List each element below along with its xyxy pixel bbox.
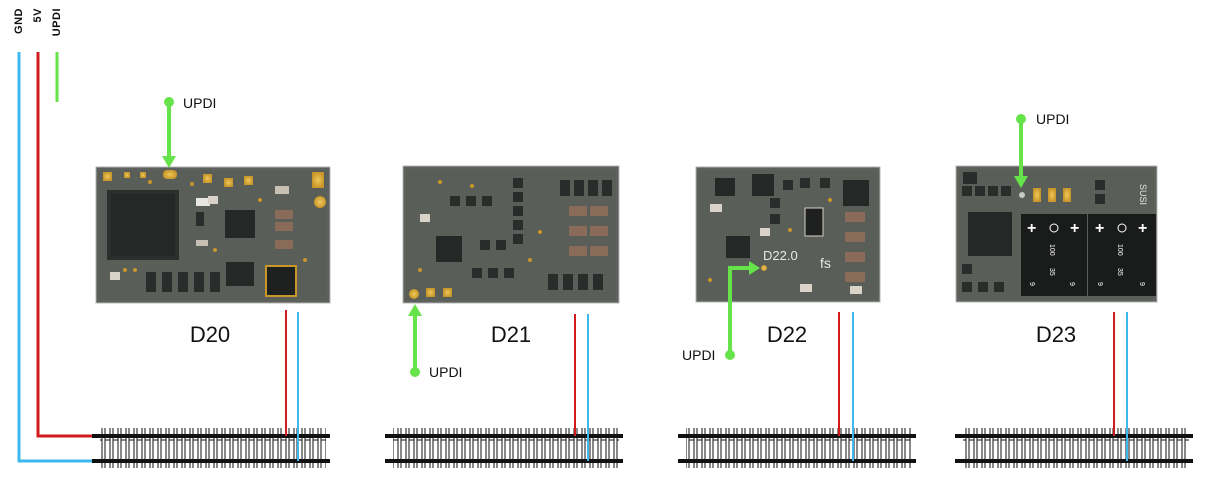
d22-logo: fs xyxy=(820,255,831,271)
board-label-d21: D21 xyxy=(490,322,532,347)
gnd-supply-wire xyxy=(17,52,96,463)
track-2 xyxy=(385,428,623,468)
svg-text:+: + xyxy=(1095,220,1104,237)
d23-cap2-voltage: 35 xyxy=(1116,268,1123,276)
d23-cap1-mark-a: 9 xyxy=(1028,282,1035,286)
legend-5v-label: 5V xyxy=(32,8,44,23)
updi-label-d23: UPDI xyxy=(1036,111,1070,127)
feed-wires xyxy=(285,310,1128,461)
5v-supply-wire xyxy=(36,52,96,438)
updi-label-d20: UPDI xyxy=(183,95,217,111)
track-1 xyxy=(92,428,330,468)
board-label-d22: D22 xyxy=(766,322,808,347)
updi-pointer-d23 xyxy=(1014,114,1028,188)
d22-silkscreen: D22.0 xyxy=(763,248,798,263)
d23-silkscreen: SUSI xyxy=(1138,184,1148,205)
d23-capacitor-2 xyxy=(1088,214,1156,296)
updi-pointer-d22 xyxy=(725,261,760,360)
legend-wires xyxy=(17,52,96,463)
svg-text:+: + xyxy=(1138,220,1147,237)
updi-pointer-d20 xyxy=(162,97,176,168)
d23-cap2-mark-b: 9 xyxy=(1138,282,1145,286)
updi-pointer-d21 xyxy=(408,304,422,377)
board-d23: SUSI + + + + 100 35 9 9 100 35 9 9 xyxy=(955,165,1158,303)
track-3 xyxy=(678,428,916,468)
board-label-d20: D20 xyxy=(189,322,231,347)
d23-cap2-mark-a: 9 xyxy=(1096,282,1103,286)
d23-cap1-voltage: 35 xyxy=(1048,268,1055,276)
svg-text:+: + xyxy=(1027,220,1036,237)
board-d21 xyxy=(402,165,620,304)
updi-label-d21: UPDI xyxy=(429,364,463,380)
board-label-d23: D23 xyxy=(1035,322,1077,347)
d23-cap2-value: 100 xyxy=(1116,244,1123,256)
track-4 xyxy=(955,428,1193,468)
d23-cap1-value: 100 xyxy=(1048,244,1055,256)
updi-label-d22: UPDI xyxy=(682,347,716,363)
d23-capacitor-1 xyxy=(1021,214,1087,296)
svg-text:+: + xyxy=(1070,220,1079,237)
legend-updi-label: UPDI xyxy=(51,8,63,37)
board-d20 xyxy=(95,166,331,304)
legend-gnd-label: GND xyxy=(13,8,25,34)
d23-cap1-mark-b: 9 xyxy=(1068,282,1075,286)
board-d22: D22.0 fs xyxy=(695,166,881,303)
